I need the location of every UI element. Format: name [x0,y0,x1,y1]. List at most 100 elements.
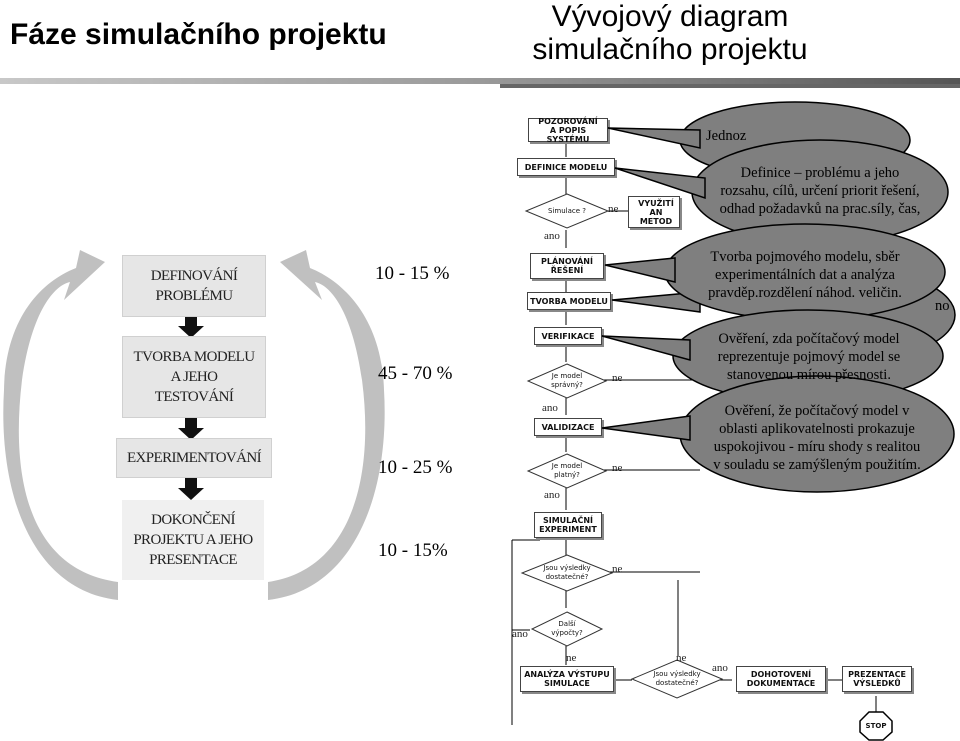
callout-line: Ověření, že počítačový model v [724,403,910,419]
no-label: ne [608,203,619,215]
flow-box-label: DOHOTOVENÍ [750,670,812,679]
callout-6-text: Ověření, že počítačový model v oblasti a… [682,402,952,474]
stop-label: STOP [865,722,887,730]
right-title-line1: Vývojový diagram [551,0,789,33]
flow-box-label: METOD [639,216,673,226]
flow-decision-line: Jsou výsledky [543,564,591,572]
flow-decision-label: Simulace ? [548,207,586,215]
callout-5-text: Ověření, zda počítačový model reprezentu… [678,330,940,384]
flow-decision-simulation [524,193,610,229]
flow-box-validation: VALIDIZACE [534,418,602,436]
flow-decision-results-sufficient [520,554,614,592]
callout-line: pravděp.rozdělení náhod. veličin. [708,285,902,301]
flow-box-label: SIMULACE [544,679,590,688]
phase-label: PROJEKTU A JEHO [133,532,253,548]
yes-label: ano [712,662,728,674]
callout-tail-1 [607,127,701,149]
flow-decision-model-correct [526,363,608,399]
flow-decision-line: platný? [554,471,580,479]
flowchart-connectors [511,142,877,725]
flow-box-label: VÝSLEDKŮ [853,679,901,688]
phase-box-completion: DOKONČENÍ PROJEKTU A JEHO PRESENTACE [122,500,264,580]
flow-box-label: PLÁNOVÁNÍ [541,257,593,266]
callout-1-text: Jednoz [706,128,747,144]
flow-decision-line: Je model [551,372,583,380]
phase-label: EXPERIMENTOVÁNÍ [126,450,262,466]
phase-percent-modeling: 45 - 70 % [378,363,453,384]
phase-label: A JEHO [170,369,218,385]
flow-decision-line: správný? [551,381,583,389]
flow-decision-line: Je model [551,462,583,470]
yes-label: ano [544,489,560,501]
callout-line: experimentálních dat a analýza [715,267,895,283]
callout-line: stanovenou mírou přesnosti. [727,367,891,383]
yes-label: ano [544,230,560,242]
callout-line: odhad požadavků na prac.síly, čas, [719,201,921,217]
callout-4-text: no [935,298,950,314]
callout-line: v souladu se zamýšleným použitím. [713,457,921,473]
flow-box-label: POZOROVÁNÍ [538,116,598,126]
no-label: ne [566,652,577,664]
no-label: ne [612,462,623,474]
phase-label: PROBLÉMU [155,288,233,304]
callout-line: Tvorba pojmového modelu, sběr [710,249,900,265]
flow-box-model-building: TVORBA MODELU [527,292,611,310]
left-title: Fáze simulačního projektu [10,18,387,51]
phase-box-defining: DEFINOVÁNÍ PROBLÉMU [122,255,266,317]
phase-box-modeling: TVORBA MODELU A JEHO TESTOVÁNÍ [122,336,266,418]
no-label: ne [676,652,687,664]
flow-box-verification: VERIFIKACE [534,327,602,345]
phase-label: DOKONČENÍ [151,512,235,528]
flow-box-label: EXPERIMENT [539,525,597,534]
callout-3-text: Tvorba pojmového modelu, sběr experiment… [670,248,940,302]
flow-box-label: VYUŽITÍ AN [638,198,674,217]
flow-box-label: PREZENTACE [848,670,906,679]
flow-decision-line: dostatečné? [545,573,589,581]
callout-line: Ověření, zda počítačový model [718,331,900,347]
phase-label: TVORBA MODELU [133,349,256,365]
phase-label: DEFINOVÁNÍ [150,268,238,284]
phase-percent-completion: 10 - 15% [378,540,448,561]
flow-decision-more-runs [530,611,604,647]
callout-tail-2 [614,167,706,200]
right-title-line2: simulačního projektu [532,33,808,66]
flow-decision-line: výpočty? [551,629,583,637]
callout-line: uspokojivou - míru shody s realitou [713,439,921,455]
phase-label: TESTOVÁNÍ [154,389,234,405]
yes-label: ano [512,628,528,640]
callout-line: Definice – problému a jeho [740,165,900,181]
header-divider [0,78,960,88]
flow-decision-model-valid [526,453,608,489]
callout-tail-6 [601,415,691,441]
no-label: ne [612,372,623,384]
phase-label: PRESENTACE [149,552,237,568]
callout-2-text: Definice – problému a jeho rozsahu, cílů… [694,164,946,218]
stop-icon [859,711,893,741]
phase-percent-defining: 10 - 15 % [375,263,450,284]
flow-box-label: A POPIS SYSTÉMU [546,125,590,144]
flow-decision-line: dostatečné? [655,679,699,687]
right-title: Vývojový diagram simulačního projektu [500,0,840,66]
callout-tail-3 [604,257,676,283]
flow-decision-line: Další [558,620,576,628]
flow-box-label: DOKUMENTACE [746,679,816,688]
phase-box-experimenting: EXPERIMENTOVÁNÍ [116,438,272,478]
phase-down-arrows [178,314,204,500]
flow-decision-line: Jsou výsledky [653,670,701,678]
flow-box-label: ANALÝZA VÝSTUPU [524,670,610,679]
flow-box-model-definition: DEFINICE MODELU [517,158,615,176]
callout-line: reprezentuje pojmový model se [717,349,901,365]
flow-box-label: ŘEŠENÍ [550,266,584,275]
